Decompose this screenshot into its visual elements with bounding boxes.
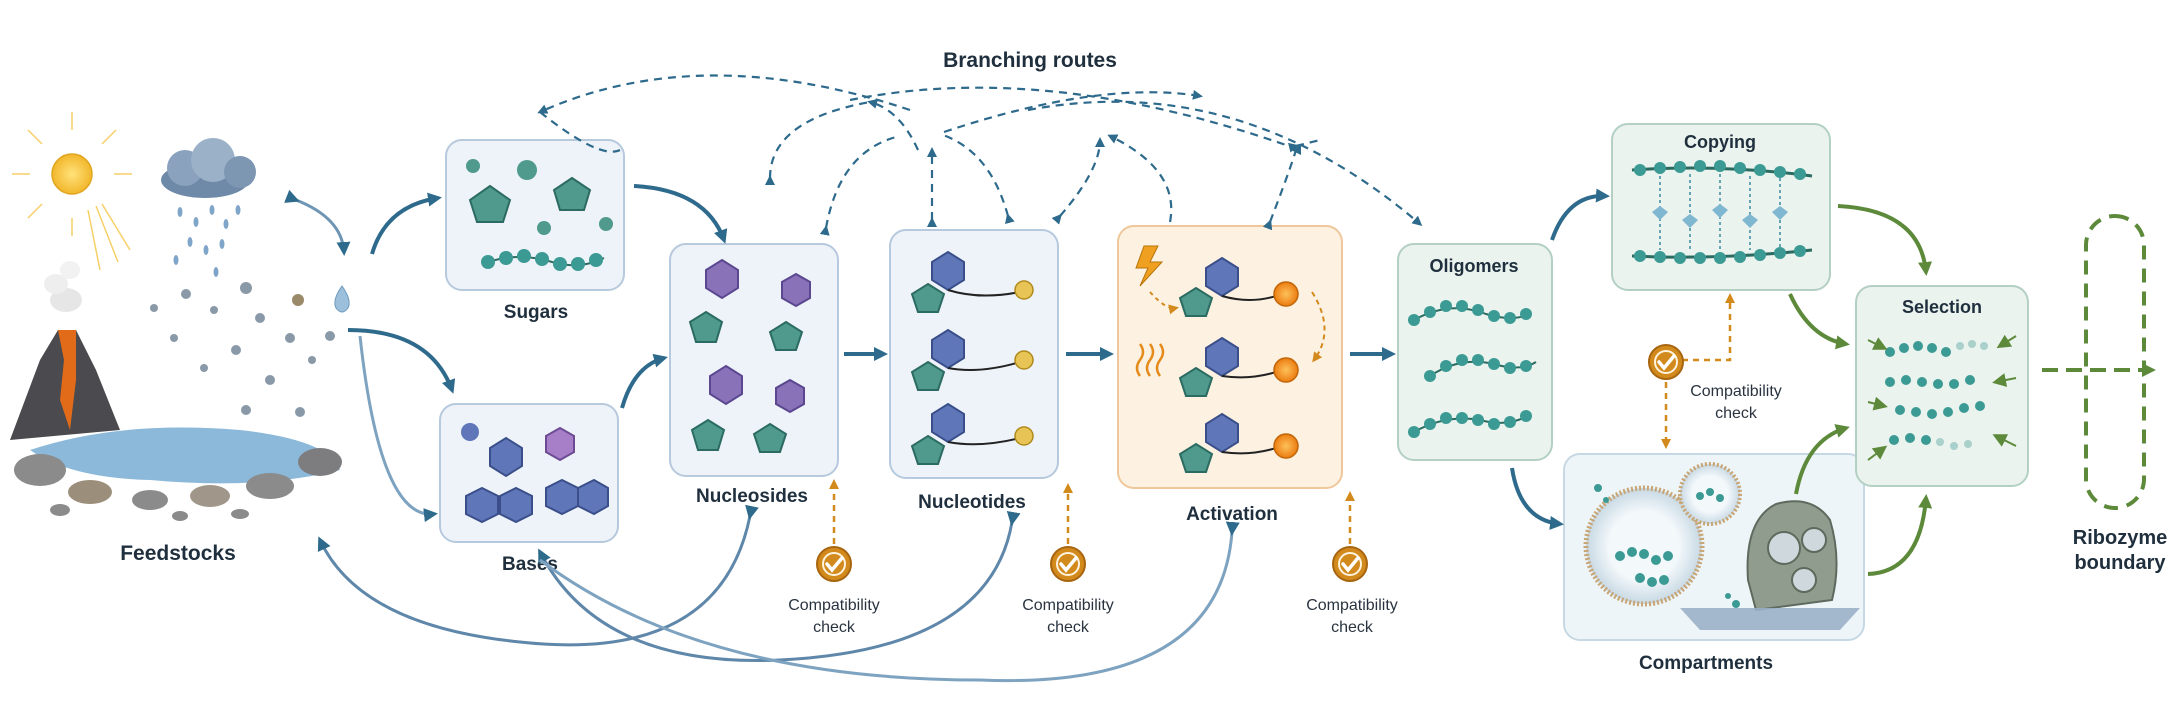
nucleotide-molecule bbox=[910, 250, 1034, 313]
compatibility-check-1: Compatibility check bbox=[788, 479, 880, 636]
checkmark-icon bbox=[1050, 546, 1086, 582]
activation-label: Activation bbox=[1186, 504, 1278, 525]
nucleosides-box bbox=[669, 243, 839, 477]
compartments-label: Compartments bbox=[1639, 653, 1773, 674]
compatibility-check-line2: check bbox=[1047, 619, 1090, 636]
selected-oligomers-faded bbox=[1936, 340, 1988, 450]
activated-nucleotide bbox=[1178, 256, 1299, 317]
compatibility-check-line2: check bbox=[813, 619, 856, 636]
compatibility-check-line1: Compatibility bbox=[1022, 597, 1114, 614]
oligomer-chain bbox=[1424, 354, 1537, 382]
compatibility-check-line1: Compatibility bbox=[1306, 597, 1398, 614]
activated-nucleotide bbox=[1178, 336, 1299, 397]
oligomers-box bbox=[1397, 243, 1553, 461]
copying-template-strand bbox=[1634, 160, 1806, 180]
sugars-box bbox=[445, 139, 625, 291]
oligomers-label: Oligomers bbox=[1429, 256, 1518, 276]
compatibility-check-4: Compatibility check bbox=[1648, 293, 1782, 449]
checkmark-icon bbox=[816, 546, 852, 582]
sugar-ring-icon bbox=[468, 184, 512, 223]
volcano-icon bbox=[10, 261, 120, 440]
bases-label: Bases bbox=[502, 554, 558, 575]
copying-label: Copying bbox=[1684, 132, 1756, 152]
sugar-chain bbox=[481, 249, 605, 271]
diagram-title: Branching routes bbox=[943, 49, 1117, 72]
water-drop-icon bbox=[334, 285, 350, 313]
shore-rocks bbox=[14, 448, 342, 521]
oligomer-chain bbox=[1408, 410, 1532, 438]
branching-route-arrows bbox=[537, 74, 1423, 236]
mineral-surface bbox=[1680, 608, 1860, 630]
feedstocks-label: Feedstocks bbox=[120, 542, 236, 565]
selection-label: Selection bbox=[1902, 297, 1982, 317]
sun-icon bbox=[12, 112, 132, 271]
bases-box bbox=[439, 403, 619, 543]
compatibility-check-3: Compatibility check bbox=[1306, 491, 1398, 636]
nucleosides-label: Nucleosides bbox=[696, 486, 808, 507]
vesicle-icon bbox=[1583, 485, 1705, 607]
copying-new-strand bbox=[1634, 245, 1806, 264]
green-flow-arrows bbox=[1788, 204, 1933, 576]
checkmark-icon bbox=[1332, 546, 1368, 582]
ribozyme-label-line2: boundary bbox=[2074, 552, 2166, 574]
rain-cloud-icon bbox=[161, 138, 256, 277]
nucleotides-label: Nucleotides bbox=[918, 492, 1026, 513]
activation-box bbox=[1117, 225, 1343, 489]
activated-nucleotide bbox=[1178, 412, 1299, 473]
lagoon-water bbox=[30, 427, 340, 484]
sugars-label: Sugars bbox=[504, 302, 568, 323]
floating-molecules bbox=[150, 282, 335, 417]
compatibility-check-2: Compatibility check bbox=[1022, 483, 1114, 636]
checkmark-icon bbox=[1648, 344, 1684, 380]
selection-box bbox=[1855, 285, 2029, 487]
compartments-box bbox=[1563, 453, 1865, 641]
ribozyme-boundary-outline bbox=[2084, 214, 2146, 510]
compatibility-check-line1: Compatibility bbox=[788, 597, 880, 614]
compatibility-check-line1: Compatibility bbox=[1690, 383, 1782, 400]
return-loop-arrows bbox=[317, 504, 1240, 683]
compatibility-check-line2: check bbox=[1715, 405, 1758, 422]
lightning-icon bbox=[1135, 245, 1164, 287]
feedstocks-illustration bbox=[10, 112, 350, 521]
heat-waves-icon bbox=[1135, 343, 1165, 377]
selected-oligomers bbox=[1885, 341, 1985, 445]
feedstock-sugar-bidir-arrow bbox=[284, 189, 351, 256]
ribozyme-label-line1: Ribozyme bbox=[2073, 527, 2167, 549]
oligomer-chain bbox=[1408, 300, 1532, 326]
nucleotides-box bbox=[889, 229, 1059, 479]
compatibility-check-line2: check bbox=[1331, 619, 1374, 636]
nucleotide-molecule bbox=[910, 402, 1034, 465]
copying-box bbox=[1611, 123, 1831, 291]
nucleotide-molecule bbox=[910, 328, 1034, 391]
